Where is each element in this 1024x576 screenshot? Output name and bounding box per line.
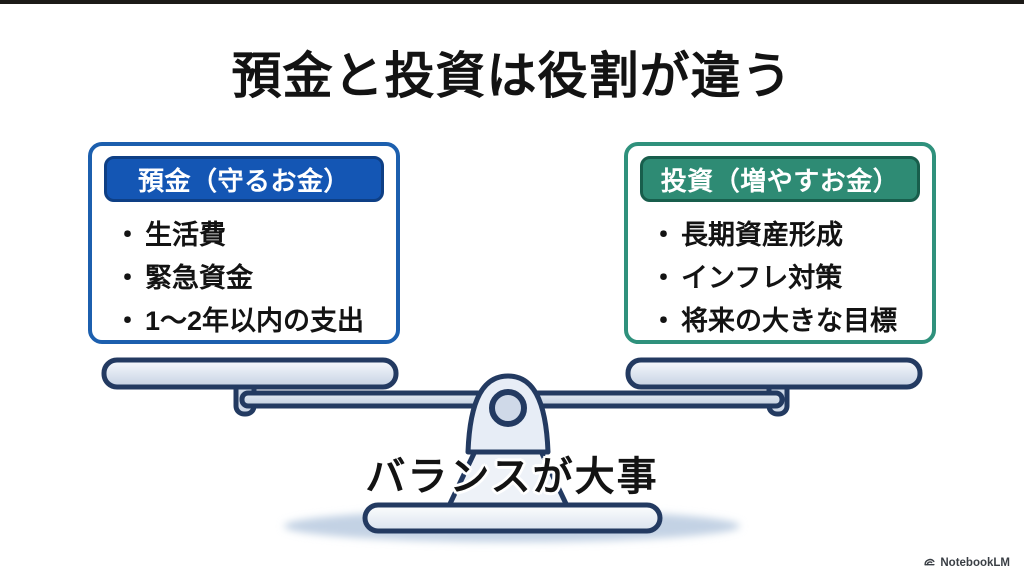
list-item-text: インフレ対策 <box>681 263 843 293</box>
deposit-card-header: 預金（守るお金） <box>104 156 384 202</box>
left-pan-tray <box>101 357 399 390</box>
deposit-card-list: ・生活費 ・緊急資金 ・1〜2年以内の支出 <box>92 214 396 343</box>
list-item-text: 長期資産形成 <box>681 220 843 250</box>
pivot-hole <box>489 389 527 427</box>
right-pan-tray <box>625 357 923 390</box>
notebooklm-logo-icon <box>924 558 935 566</box>
bullet-dot: ・ <box>650 306 677 336</box>
slide-title: 預金と投資は役割が違う <box>231 48 793 104</box>
watermark-text: NotebookLM <box>940 556 1010 569</box>
deposit-card: 預金（守るお金） ・生活費 ・緊急資金 ・1〜2年以内の支出 <box>88 142 400 344</box>
bullet-dot: ・ <box>114 220 141 250</box>
notebooklm-watermark: NotebookLM <box>923 556 1010 569</box>
balance-caption: バランスが大事 <box>365 455 659 499</box>
list-item: ・将来の大きな目標 <box>650 300 922 343</box>
investment-card-header: 投資（増やすお金） <box>640 156 920 202</box>
list-item: ・インフレ対策 <box>650 257 922 300</box>
list-item-text: 緊急資金 <box>145 263 253 293</box>
bullet-dot: ・ <box>650 220 677 250</box>
balance-scale-illustration <box>101 357 923 542</box>
list-item-text: 将来の大きな目標 <box>681 306 897 336</box>
investment-card-list: ・長期資産形成 ・インフレ対策 ・将来の大きな目標 <box>628 214 932 343</box>
bullet-dot: ・ <box>114 263 141 293</box>
bullet-dot: ・ <box>114 306 141 336</box>
list-item: ・生活費 <box>114 214 386 257</box>
bullet-dot: ・ <box>650 263 677 293</box>
list-item-text: 1〜2年以内の支出 <box>145 306 365 336</box>
list-item: ・1〜2年以内の支出 <box>114 300 386 343</box>
top-border-strip <box>0 0 1024 4</box>
list-item-text: 生活費 <box>145 220 226 250</box>
pedestal-base <box>362 502 663 534</box>
list-item: ・緊急資金 <box>114 257 386 300</box>
investment-card: 投資（増やすお金） ・長期資産形成 ・インフレ対策 ・将来の大きな目標 <box>624 142 936 344</box>
list-item: ・長期資産形成 <box>650 214 922 257</box>
